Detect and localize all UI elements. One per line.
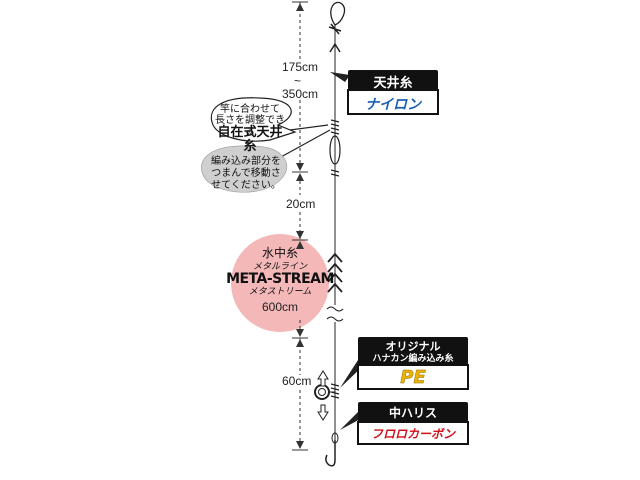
main-line-brand: META-STREAM [226,271,334,287]
adjust-callout-line2: 長さを調整できる [215,115,285,138]
top-length-min: 175cm [282,60,319,74]
move-callout-line2: つまんで移動さ [211,168,281,179]
tenjou-label-title: 天井糸 [373,76,413,91]
top-length-tilde: ~ [294,74,302,88]
main-line-sub1: メタルライン [252,262,307,272]
tenjou-label-flag [330,70,439,115]
move-callout-line3: せてください。 [211,180,281,191]
small-knot-icon [330,169,340,177]
nakaharisu-label-title: 中ハリス [388,406,437,420]
line-break-icon [326,306,344,322]
main-line-title: 水中糸 [261,246,298,260]
original-label-material: PE [400,367,426,389]
braid-knot-icon [330,119,340,135]
line-chevrons-icon [327,252,343,293]
original-label-flag [340,337,469,390]
main-line-highlight [231,234,329,332]
adjust-callout-line1: 竿に合わせて [220,104,280,115]
nakaharisu-label-flag [340,402,469,445]
top-chevron-icon [329,42,341,53]
main-line-sub2: メタストリーム [248,287,312,297]
move-callout-line1: 編み込み部分を [211,156,281,167]
bottom-braid-icon [330,383,340,399]
hook-icon [325,440,336,467]
tenjou-label-material: ナイロン [365,97,421,113]
dimension-ticks [292,1,308,451]
move-callout-bubble [201,145,288,193]
move-up-arrow-icon [317,370,329,387]
top-loop-icon [330,1,346,26]
original-label-title: オリジナル [385,340,441,353]
hook-eye-icon [331,432,339,444]
adjust-callout-bubble [210,97,297,142]
move-down-arrow-icon [317,404,329,421]
top-length-max: 350cm [282,87,319,101]
original-label-subtitle: ハナカン編み込み糸 [372,354,454,364]
bottom-length: 60cm [282,374,312,388]
main-length: 600cm [262,300,299,314]
float-bead-icon [329,135,341,165]
swivel-icon [328,23,342,35]
nakaharisu-label-material: フロロカーボン [370,427,455,441]
adjust-callout-emphasis: 自在式天井糸 [217,125,283,154]
mid-length: 20cm [286,197,316,211]
dimension-arrows [296,3,304,449]
